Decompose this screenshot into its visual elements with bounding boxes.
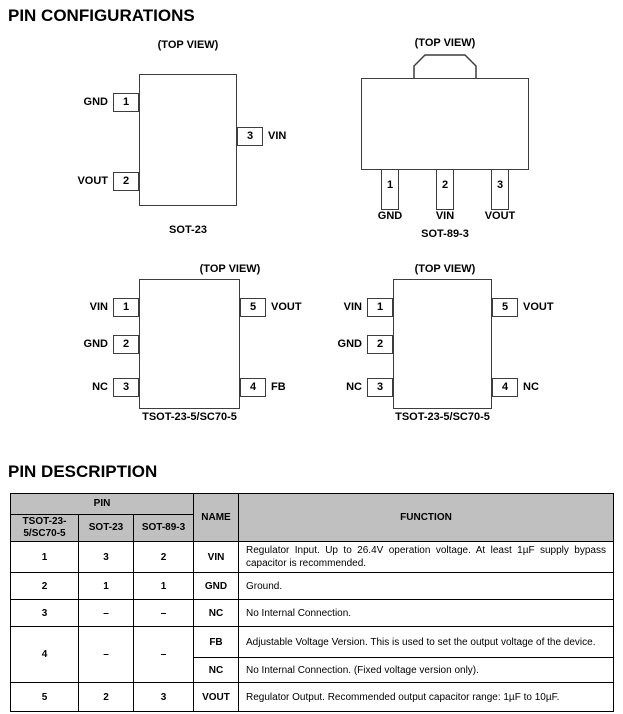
cell-tsot: 2 xyxy=(10,572,79,600)
pin-box-2: 2 xyxy=(436,169,454,210)
package-body xyxy=(361,78,529,170)
cell-function: Ground. xyxy=(238,572,614,600)
pin-label-vin: VIN xyxy=(268,130,287,142)
cell-sot23: 3 xyxy=(78,541,134,573)
pin-label-vout: VOUT xyxy=(484,210,516,222)
cell-tsot: 1 xyxy=(10,541,79,573)
top-view-label: (TOP VIEW) xyxy=(414,37,476,49)
pin-box-2: 2 xyxy=(113,335,139,354)
pin-box-2: 2 xyxy=(367,335,393,354)
cell-name: VIN xyxy=(193,541,239,573)
cell-name: VOUT xyxy=(193,682,239,712)
pin-label-nc: NC xyxy=(92,381,108,393)
pin-box-4: 4 xyxy=(492,378,518,397)
cell-tsot: 4 xyxy=(10,626,79,683)
pin-description-table: PIN NAME FUNCTION TSOT-23-5/SC70-5 SOT-2… xyxy=(10,493,614,712)
cell-tsot: 5 xyxy=(10,682,79,712)
cell-sot89: 2 xyxy=(133,541,194,573)
pin-label-gnd: GND xyxy=(337,338,362,350)
pin-box-1: 1 xyxy=(381,169,399,210)
package-name-sot89: SOT-89-3 xyxy=(421,228,469,240)
table-row-fb: 4 – – FB Adjustable Voltage Version. Thi… xyxy=(10,626,614,683)
pin-label-vin: VIN xyxy=(343,301,362,313)
pin-box-4: 4 xyxy=(240,378,266,397)
cell-name: FB xyxy=(193,626,239,658)
pin-label-fb: FB xyxy=(271,381,286,393)
pin-configurations-heading: PIN CONFIGURATIONS xyxy=(8,6,195,25)
top-view-label: (TOP VIEW) xyxy=(157,39,219,51)
pin-box-2: 2 xyxy=(113,172,139,191)
cell-sot23: 1 xyxy=(78,572,134,600)
package-name-tsot-nc: TSOT-23-5/SC70-5 xyxy=(395,411,490,423)
header-col-sot89: SOT-89-3 xyxy=(133,514,194,542)
cell-name: NC xyxy=(193,599,239,627)
pin-label-gnd: GND xyxy=(83,338,108,350)
pin-box-3: 3 xyxy=(113,378,139,397)
pin-label-vin: VIN xyxy=(435,210,455,222)
pin-label-vout: VOUT xyxy=(523,301,554,313)
table-row-gnd: 2 1 1 GND Ground. xyxy=(10,572,614,600)
cell-sot89: 1 xyxy=(133,572,194,600)
cell-sot23: – xyxy=(78,626,134,683)
cell-tsot: 3 xyxy=(10,599,79,627)
pin-box-3: 3 xyxy=(237,127,263,146)
cell-sot89: – xyxy=(133,599,194,627)
cell-function: No Internal Connection. (Fixed voltage v… xyxy=(238,657,614,683)
pin-box-1: 1 xyxy=(367,298,393,317)
cell-sot89: – xyxy=(133,626,194,683)
pin-box-1: 1 xyxy=(113,298,139,317)
header-col-tsot: TSOT-23-5/SC70-5 xyxy=(10,514,79,542)
pin-label-gnd: GND xyxy=(377,210,403,222)
top-view-label: (TOP VIEW) xyxy=(414,263,476,275)
table-row-nc: 3 – – NC No Internal Connection. xyxy=(10,599,614,627)
cell-sot23: 2 xyxy=(78,682,134,712)
pin-description-heading: PIN DESCRIPTION xyxy=(8,462,158,481)
pin-box-5: 5 xyxy=(492,298,518,317)
package-name-tsot-fb: TSOT-23-5/SC70-5 xyxy=(142,411,237,423)
pin-label-nc-4: NC xyxy=(523,381,539,393)
package-body xyxy=(139,74,237,206)
package-body xyxy=(139,279,240,409)
header-pin-group: PIN xyxy=(10,493,194,515)
cell-sot89: 3 xyxy=(133,682,194,712)
pin-box-3: 3 xyxy=(491,169,509,210)
cell-name: GND xyxy=(193,572,239,600)
table-row-vin: 1 3 2 VIN Regulator Input. Up to 26.4V o… xyxy=(10,541,614,573)
pin-label-nc: NC xyxy=(346,381,362,393)
cell-sot23: – xyxy=(78,599,134,627)
cell-name: NC xyxy=(193,657,239,683)
table-row-vout: 5 2 3 VOUT Regulator Output. Recommended… xyxy=(10,682,614,712)
pin-label-vout: VOUT xyxy=(77,175,108,187)
header-col-sot23: SOT-23 xyxy=(78,514,134,542)
cell-function: Regulator Output. Recommended output cap… xyxy=(238,682,614,712)
pin-label-vin: VIN xyxy=(89,301,108,313)
cell-function: No Internal Connection. xyxy=(238,599,614,627)
cell-function: Adjustable Voltage Version. This is used… xyxy=(238,626,614,658)
cell-function: Regulator Input. Up to 26.4V operation v… xyxy=(238,541,614,573)
pin-box-3: 3 xyxy=(367,378,393,397)
top-view-label: (TOP VIEW) xyxy=(199,263,261,275)
pin-box-1: 1 xyxy=(113,93,139,112)
pin-box-5: 5 xyxy=(240,298,266,317)
package-name-sot23: SOT-23 xyxy=(169,224,207,236)
pin-label-gnd: GND xyxy=(83,96,108,108)
header-function: FUNCTION xyxy=(238,493,614,542)
package-tab xyxy=(413,54,477,80)
pin-label-vout: VOUT xyxy=(271,301,302,313)
package-body xyxy=(393,279,492,409)
header-name: NAME xyxy=(193,493,239,542)
